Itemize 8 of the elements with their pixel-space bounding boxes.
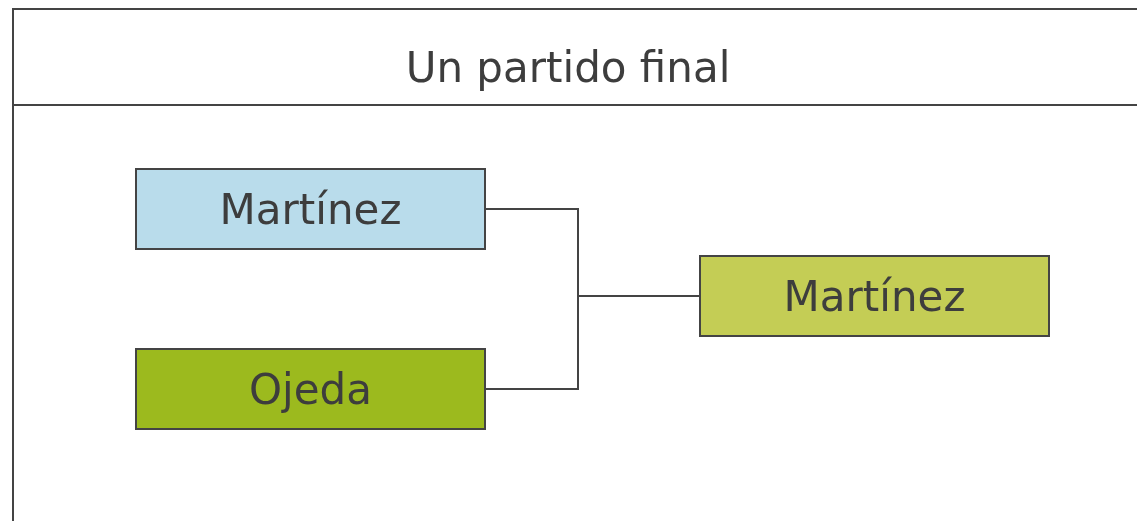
player-name: Martínez [219,184,402,234]
title: Un partido final [404,42,732,94]
bracket-line [485,295,700,390]
player-name: Ojeda [249,364,372,414]
name-box [135,168,486,250]
name-box [135,348,486,430]
name-box [699,255,1050,337]
player-name: Martínez [783,271,966,321]
